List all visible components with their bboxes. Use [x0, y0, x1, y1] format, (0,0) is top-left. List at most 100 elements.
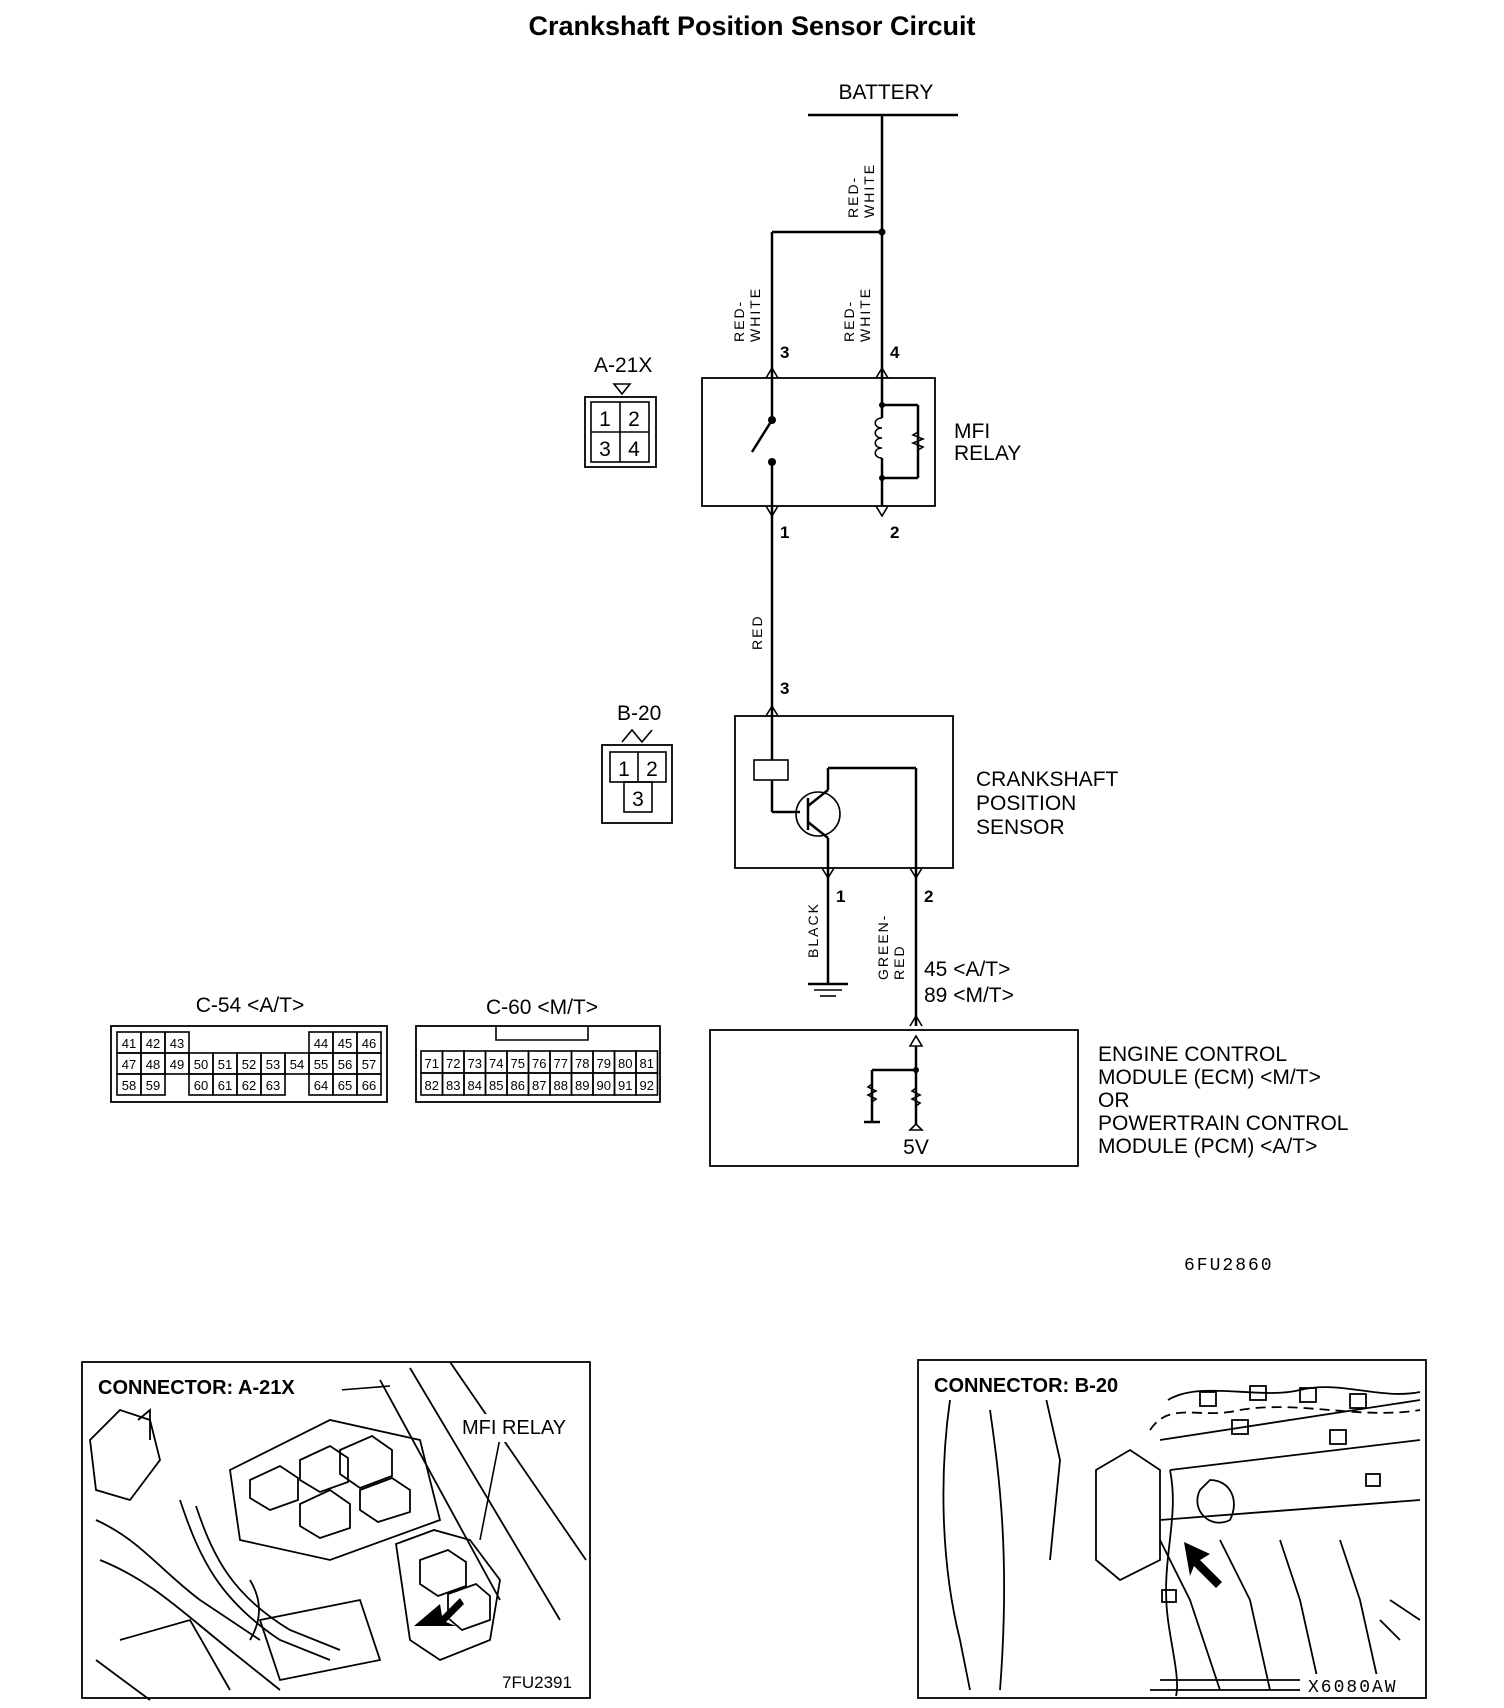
- battery-label: BATTERY: [839, 81, 934, 104]
- wire-color-pin4-2: WHITE: [857, 287, 873, 342]
- mfi-relay-label-1: MFI: [954, 420, 990, 443]
- connector-c60-title: C-60 <M/T>: [486, 996, 598, 1019]
- ecm-pcm: 5V ENGINE CONTROL MODULE (ECM) <M/T> OR …: [709, 1029, 1348, 1167]
- photo-a21x-caption: CONNECTOR: A-21X: [98, 1377, 295, 1399]
- ecm-label-4: POWERTRAIN CONTROL: [1098, 1112, 1348, 1135]
- mfi-relay: 3 4 1 2 MFI RELAY: [701, 343, 1021, 542]
- wire-color-battery-feed-1: RED-: [845, 176, 861, 218]
- wire-color-pin4-1: RED-: [841, 300, 857, 342]
- locator-arrow-right: [1184, 1542, 1222, 1588]
- photo-a21x-code: 7FU2391: [502, 1673, 572, 1692]
- c60-pin-label: 90: [597, 1078, 611, 1093]
- crankshaft-sensor-box: [734, 715, 954, 869]
- c54-pin-label: 59: [146, 1078, 160, 1093]
- c54-pin-label: 65: [338, 1078, 352, 1093]
- c60-pin-label: 87: [532, 1078, 546, 1093]
- ecm-voltage: 5V: [903, 1136, 929, 1159]
- relay-pin-2: 2: [890, 523, 899, 542]
- c60-pin-label: 75: [511, 1056, 525, 1071]
- connector-c54-title: C-54 <A/T>: [196, 994, 305, 1017]
- crankshaft-sensor: 3 1 2 CRANKSHAFT POSITION SENSOR: [734, 679, 1119, 906]
- c60-pin-label: 78: [575, 1056, 589, 1071]
- connector-b20-face: B-20 1 2 3: [601, 702, 673, 824]
- connector-a21x-face: A-21X 1 2 3 4: [584, 354, 657, 468]
- c54-pin-label: 54: [290, 1057, 304, 1072]
- svg-text:1: 1: [599, 408, 611, 431]
- sensor-label-2: POSITION: [976, 792, 1076, 815]
- c60-pin-label: 88: [554, 1078, 568, 1093]
- c54-pin-label: 52: [242, 1057, 256, 1072]
- c60-pin-label: 76: [532, 1056, 546, 1071]
- connector-b20-title: B-20: [617, 702, 661, 725]
- svg-text:2: 2: [646, 758, 658, 781]
- c54-pin-label: 56: [338, 1057, 352, 1072]
- photo-b20-caption: CONNECTOR: B-20: [934, 1375, 1118, 1397]
- c54-pin-label: 50: [194, 1057, 208, 1072]
- svg-text:4: 4: [628, 438, 640, 461]
- ecm-terminal-mt: 89 <M/T>: [924, 984, 1014, 1007]
- photo-b20-code: X6080AW: [1308, 1678, 1398, 1698]
- ecm-label-1: ENGINE CONTROL: [1098, 1043, 1287, 1066]
- c60-pin-label: 82: [425, 1078, 439, 1093]
- svg-text:3: 3: [632, 788, 644, 811]
- c54-pin-label: 49: [170, 1057, 184, 1072]
- sensor-label-1: CRANKSHAFT: [976, 768, 1119, 791]
- c60-pin-label: 91: [618, 1078, 632, 1093]
- c54-pin-label: 53: [266, 1057, 280, 1072]
- c60-pin-label: 71: [425, 1056, 439, 1071]
- c60-pin-label: 73: [468, 1056, 482, 1071]
- c60-pin-label: 74: [489, 1056, 503, 1071]
- relay-pin-3: 3: [780, 343, 789, 362]
- ground-symbol: [808, 982, 848, 997]
- c60-pin-label: 79: [597, 1056, 611, 1071]
- c60-pin-label: 92: [640, 1078, 654, 1093]
- c54-pin-label: 63: [266, 1078, 280, 1093]
- c54-pin-cell: [356, 1073, 382, 1096]
- mfi-relay-box: [701, 377, 936, 507]
- photo-connector-a21x: CONNECTOR: A-21X MFI RELAY 7FU2391: [81, 1361, 591, 1701]
- locator-arrow-left: [414, 1598, 464, 1626]
- wire-color-pin3-2: WHITE: [747, 287, 763, 342]
- c54-pin-label: 55: [314, 1057, 328, 1072]
- mfi-relay-label-2: RELAY: [954, 442, 1021, 465]
- c54-pin-cell: [260, 1073, 286, 1096]
- c54-pin-label: 66: [362, 1078, 376, 1093]
- connector-a21x-title: A-21X: [594, 354, 652, 377]
- c60-pin-label: 83: [446, 1078, 460, 1093]
- c54-pin-label: 47: [122, 1057, 136, 1072]
- diagram-code: 6FU2860: [1184, 1256, 1274, 1276]
- c60-pin-cell: [635, 1072, 659, 1096]
- c54-pin-label: 58: [122, 1078, 136, 1093]
- c60-pin-label: 72: [446, 1056, 460, 1071]
- c54-pin-cell: [140, 1073, 166, 1096]
- wire-color-battery-feed-2: WHITE: [861, 163, 877, 218]
- sensor-pin-3: 3: [780, 679, 789, 698]
- ecm-label-5: MODULE (PCM) <A/T>: [1098, 1135, 1317, 1158]
- wire-color-signal-1: GREEN-: [875, 914, 891, 980]
- sensor-label-3: SENSOR: [976, 816, 1065, 839]
- c60-pin-label: 81: [640, 1056, 654, 1071]
- c54-pin-label: 51: [218, 1057, 232, 1072]
- wire-color-red: RED: [749, 614, 765, 650]
- c54-pin-label: 57: [362, 1057, 376, 1072]
- ecm-label-2: MODULE (ECM) <M/T>: [1098, 1066, 1321, 1089]
- c54-pin-label: 60: [194, 1078, 208, 1093]
- ecm-label-3: OR: [1098, 1089, 1130, 1112]
- c54-pin-label: 44: [314, 1036, 328, 1051]
- c60-pin-label: 80: [618, 1056, 632, 1071]
- ecm-terminal-at: 45 <A/T>: [924, 958, 1010, 981]
- c60-pin-label: 86: [511, 1078, 525, 1093]
- svg-text:3: 3: [599, 438, 611, 461]
- c54-pin-label: 42: [146, 1036, 160, 1051]
- relay-pin-1: 1: [780, 523, 789, 542]
- wire-color-signal-2: RED: [891, 944, 907, 980]
- svg-text:1: 1: [618, 758, 630, 781]
- diagram-title: Crankshaft Position Sensor Circuit: [528, 11, 975, 41]
- c54-pin-label: 61: [218, 1078, 232, 1093]
- c60-pin-label: 77: [554, 1056, 568, 1071]
- sensor-pin-2: 2: [924, 887, 933, 906]
- wire-color-pin3-1: RED-: [731, 300, 747, 342]
